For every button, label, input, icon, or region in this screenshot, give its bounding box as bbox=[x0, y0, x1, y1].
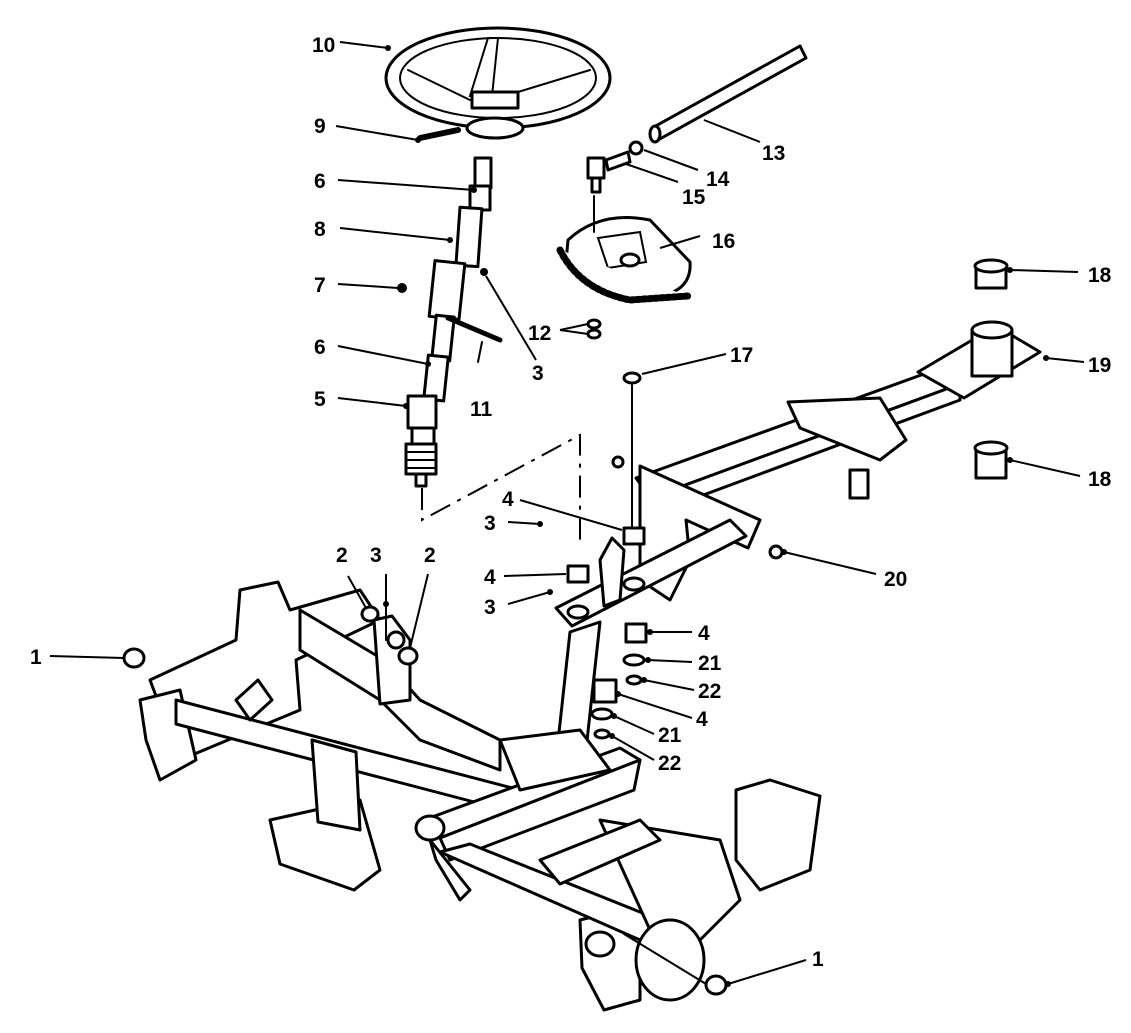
callout-8: 8 bbox=[314, 218, 326, 241]
callout-21-lower: 21 bbox=[658, 724, 682, 747]
callout-4-stack: 4 bbox=[698, 622, 710, 645]
callout-labels: 10 9 6 8 7 6 5 3 11 13 14 15 16 12 17 18… bbox=[30, 34, 1112, 971]
sector-gear bbox=[556, 216, 692, 304]
callout-11: 11 bbox=[470, 398, 493, 421]
nut-20 bbox=[768, 544, 784, 560]
callout-14: 14 bbox=[706, 168, 730, 191]
roll-pin bbox=[417, 127, 461, 141]
steering-wheel bbox=[384, 26, 612, 140]
nut-loose bbox=[611, 455, 625, 469]
chassis-frame bbox=[138, 580, 822, 1012]
callout-2-right: 2 bbox=[424, 544, 436, 567]
callout-1-right: 1 bbox=[812, 948, 824, 971]
callout-20: 20 bbox=[884, 568, 907, 591]
drag-link bbox=[648, 44, 808, 144]
pivot-bracket bbox=[554, 518, 748, 762]
callout-21-upper: 21 bbox=[698, 652, 722, 675]
callout-17: 17 bbox=[730, 344, 753, 367]
leader-lines bbox=[49, 41, 1085, 987]
washer-17 bbox=[622, 371, 642, 385]
bushing-1-left bbox=[122, 647, 146, 669]
callout-6-lower: 6 bbox=[314, 336, 326, 359]
callout-22-lower: 22 bbox=[658, 752, 681, 775]
bushing-2-right bbox=[397, 646, 419, 666]
bushing-2-left bbox=[360, 605, 380, 623]
callout-7: 7 bbox=[314, 274, 326, 297]
callout-3-frame: 3 bbox=[370, 544, 382, 567]
callout-15: 15 bbox=[682, 186, 706, 209]
steering-shaft bbox=[397, 156, 503, 403]
bushing-18-top bbox=[973, 258, 1009, 290]
callout-9: 9 bbox=[314, 115, 326, 138]
centerline bbox=[421, 433, 581, 540]
bushing-1-right bbox=[704, 974, 728, 996]
hardware-stack bbox=[590, 622, 648, 740]
callout-19: 19 bbox=[1088, 354, 1111, 377]
callout-4-top: 4 bbox=[502, 488, 514, 511]
callout-3-lower: 3 bbox=[484, 596, 496, 619]
callout-18-bottom: 18 bbox=[1088, 468, 1112, 491]
callout-13: 13 bbox=[762, 142, 785, 165]
universal-joint bbox=[404, 394, 438, 488]
callout-4-mid: 4 bbox=[484, 566, 496, 589]
callout-6-upper: 6 bbox=[314, 170, 326, 193]
callout-3-upper: 3 bbox=[484, 512, 496, 535]
callout-16: 16 bbox=[712, 230, 735, 253]
callout-5: 5 bbox=[314, 388, 326, 411]
callout-2-left: 2 bbox=[336, 544, 348, 567]
callout-22-upper: 22 bbox=[698, 680, 721, 703]
callout-12: 12 bbox=[528, 322, 551, 345]
callout-4-lower: 4 bbox=[696, 708, 708, 731]
callout-10: 10 bbox=[312, 34, 335, 57]
bushing-18-bottom bbox=[973, 440, 1009, 480]
nuts-12 bbox=[586, 318, 602, 340]
mounting-plate bbox=[916, 320, 1042, 400]
callout-18-top: 18 bbox=[1088, 264, 1112, 287]
callout-3-shaft: 3 bbox=[532, 362, 544, 385]
ball-joint bbox=[586, 140, 644, 194]
callout-1-left: 1 bbox=[30, 646, 42, 669]
